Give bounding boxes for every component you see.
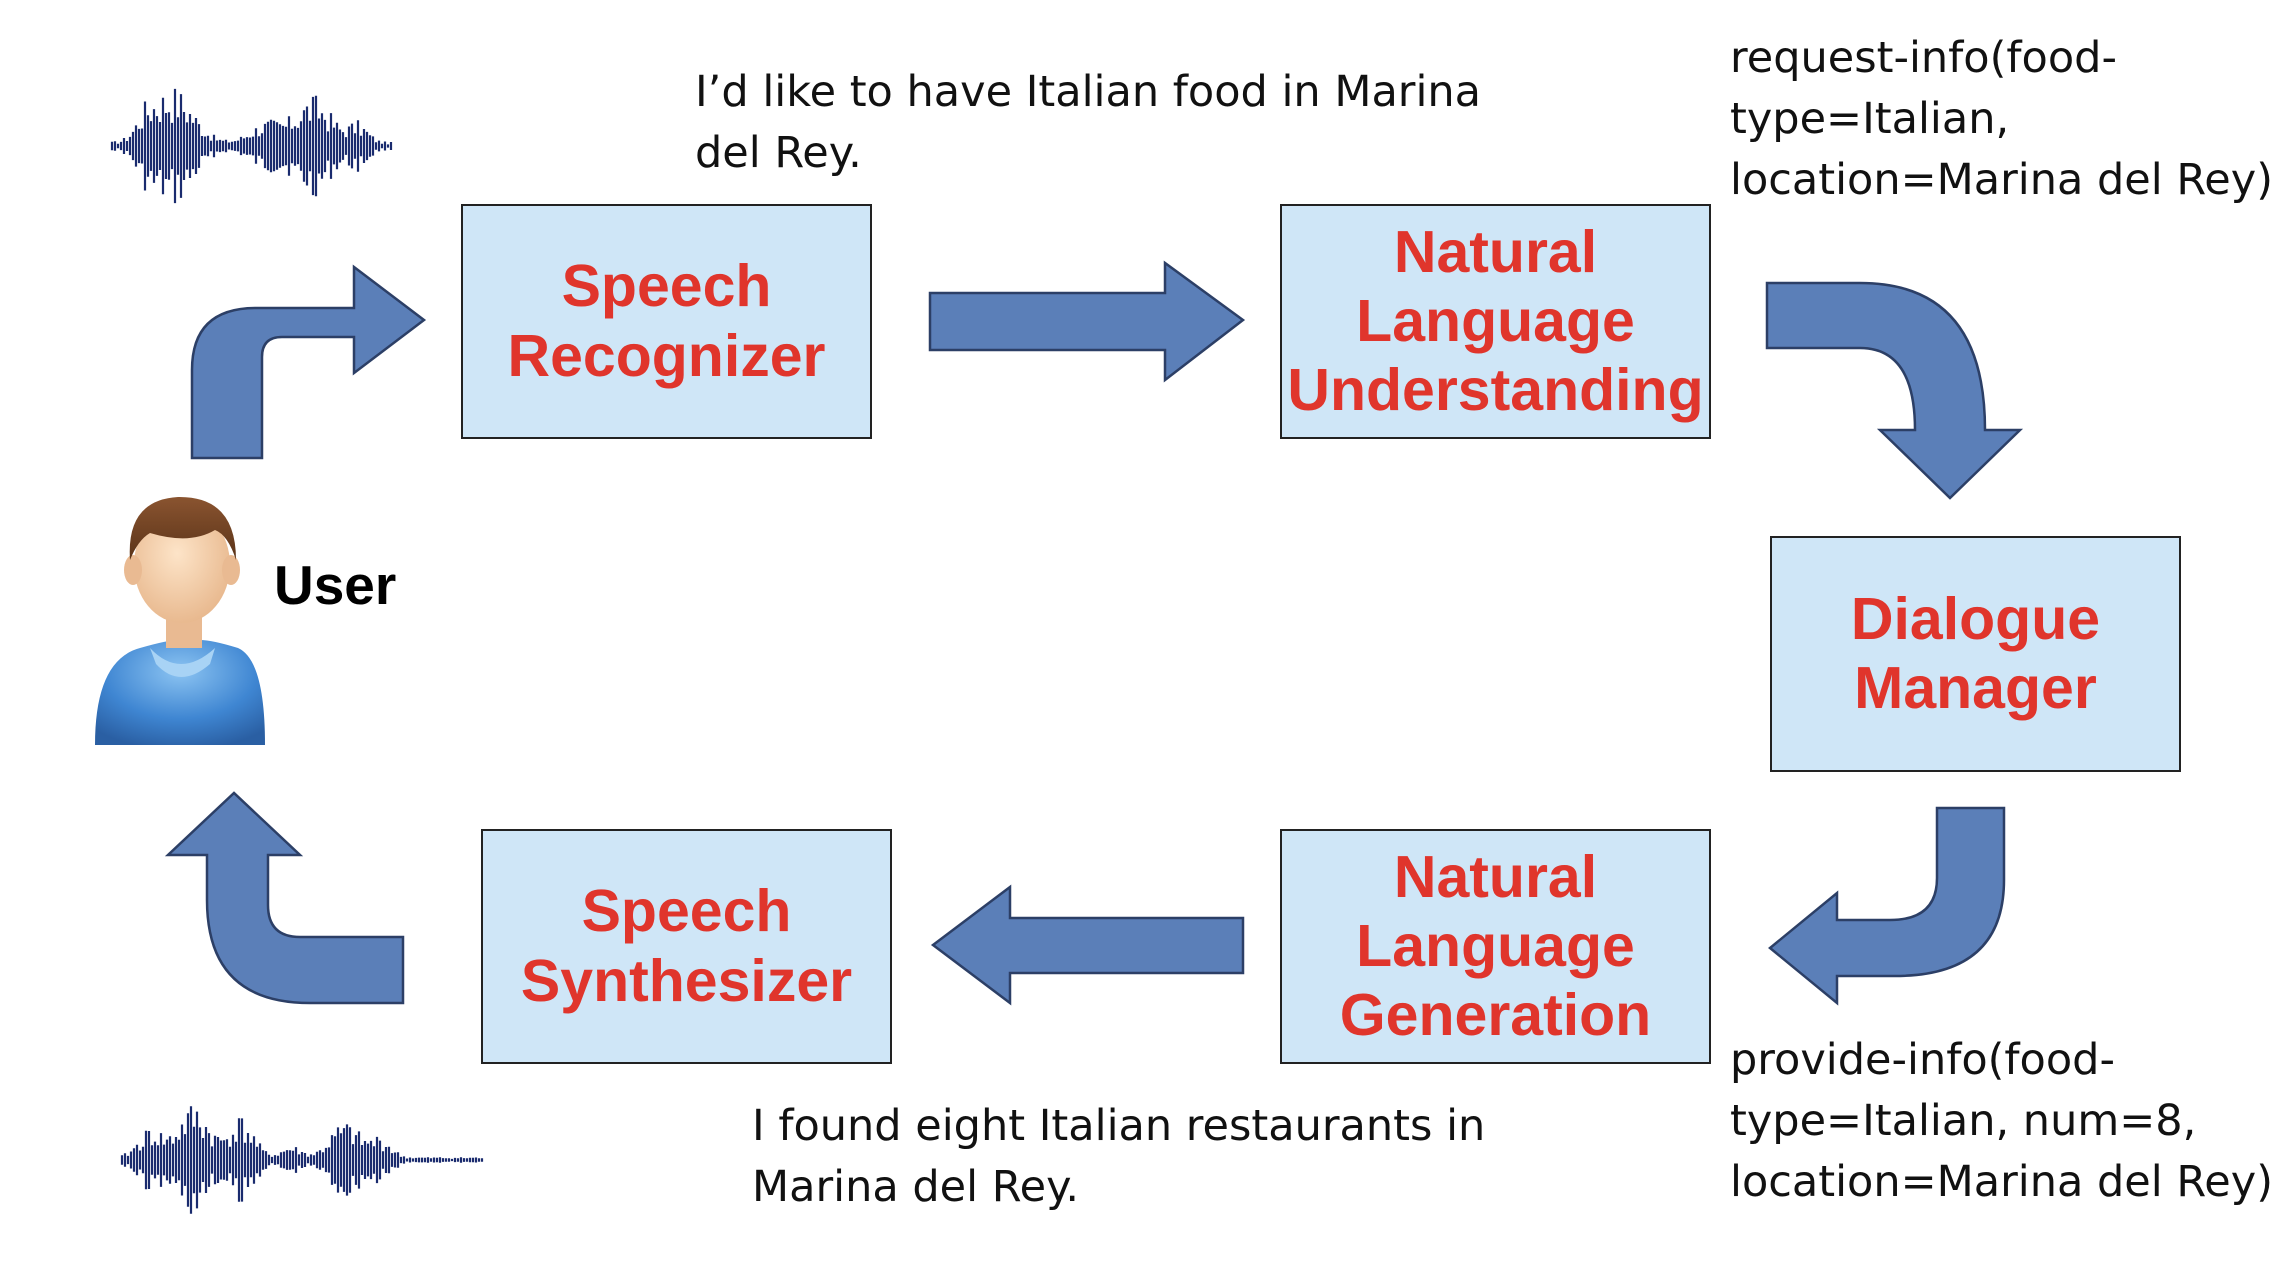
user-avatar-icon	[95, 496, 265, 745]
speech-synthesizer-box: Speech Synthesizer	[481, 829, 892, 1064]
arrow-dm-to-nlg	[1768, 806, 2006, 1006]
arrow-recognizer-to-nlu	[928, 260, 1246, 383]
arrow-nlu-to-dm	[1765, 281, 2024, 500]
nlg-box: Natural Language Generation	[1280, 829, 1711, 1064]
dialogue-manager-box: Dialogue Manager	[1770, 536, 2181, 772]
dm-output-text: provide-info(food- type=Italian, num=8, …	[1730, 1035, 2273, 1208]
nlg-label: Natural Language Generation	[1339, 843, 1652, 1048]
user-label: User	[274, 554, 397, 616]
arrow-user-to-recognizer	[190, 264, 427, 460]
dialogue-manager-label: Dialogue Manager	[1850, 585, 2101, 721]
arrow-nlg-to-synthesizer	[930, 884, 1245, 1006]
system-utterance-text: I found eight Italian restaurants in Mar…	[752, 1101, 1486, 1213]
arrow-synthesizer-to-user	[164, 791, 405, 1005]
speech-synthesizer-label: Speech Synthesizer	[520, 878, 853, 1014]
nlu-label: Natural Language Understanding	[1287, 218, 1704, 423]
speech-waveform-icon	[110, 88, 393, 204]
synthesized-waveform-icon	[120, 1106, 484, 1214]
user-utterance-text: I’d like to have Italian food in Marina …	[695, 67, 1482, 179]
speech-recognizer-box: Speech Recognizer	[461, 204, 872, 439]
nlu-output-text: request-info(food- type=Italian, locatio…	[1730, 33, 2273, 206]
nlu-box: Natural Language Understanding	[1280, 204, 1711, 439]
speech-recognizer-label: Speech Recognizer	[507, 253, 826, 389]
